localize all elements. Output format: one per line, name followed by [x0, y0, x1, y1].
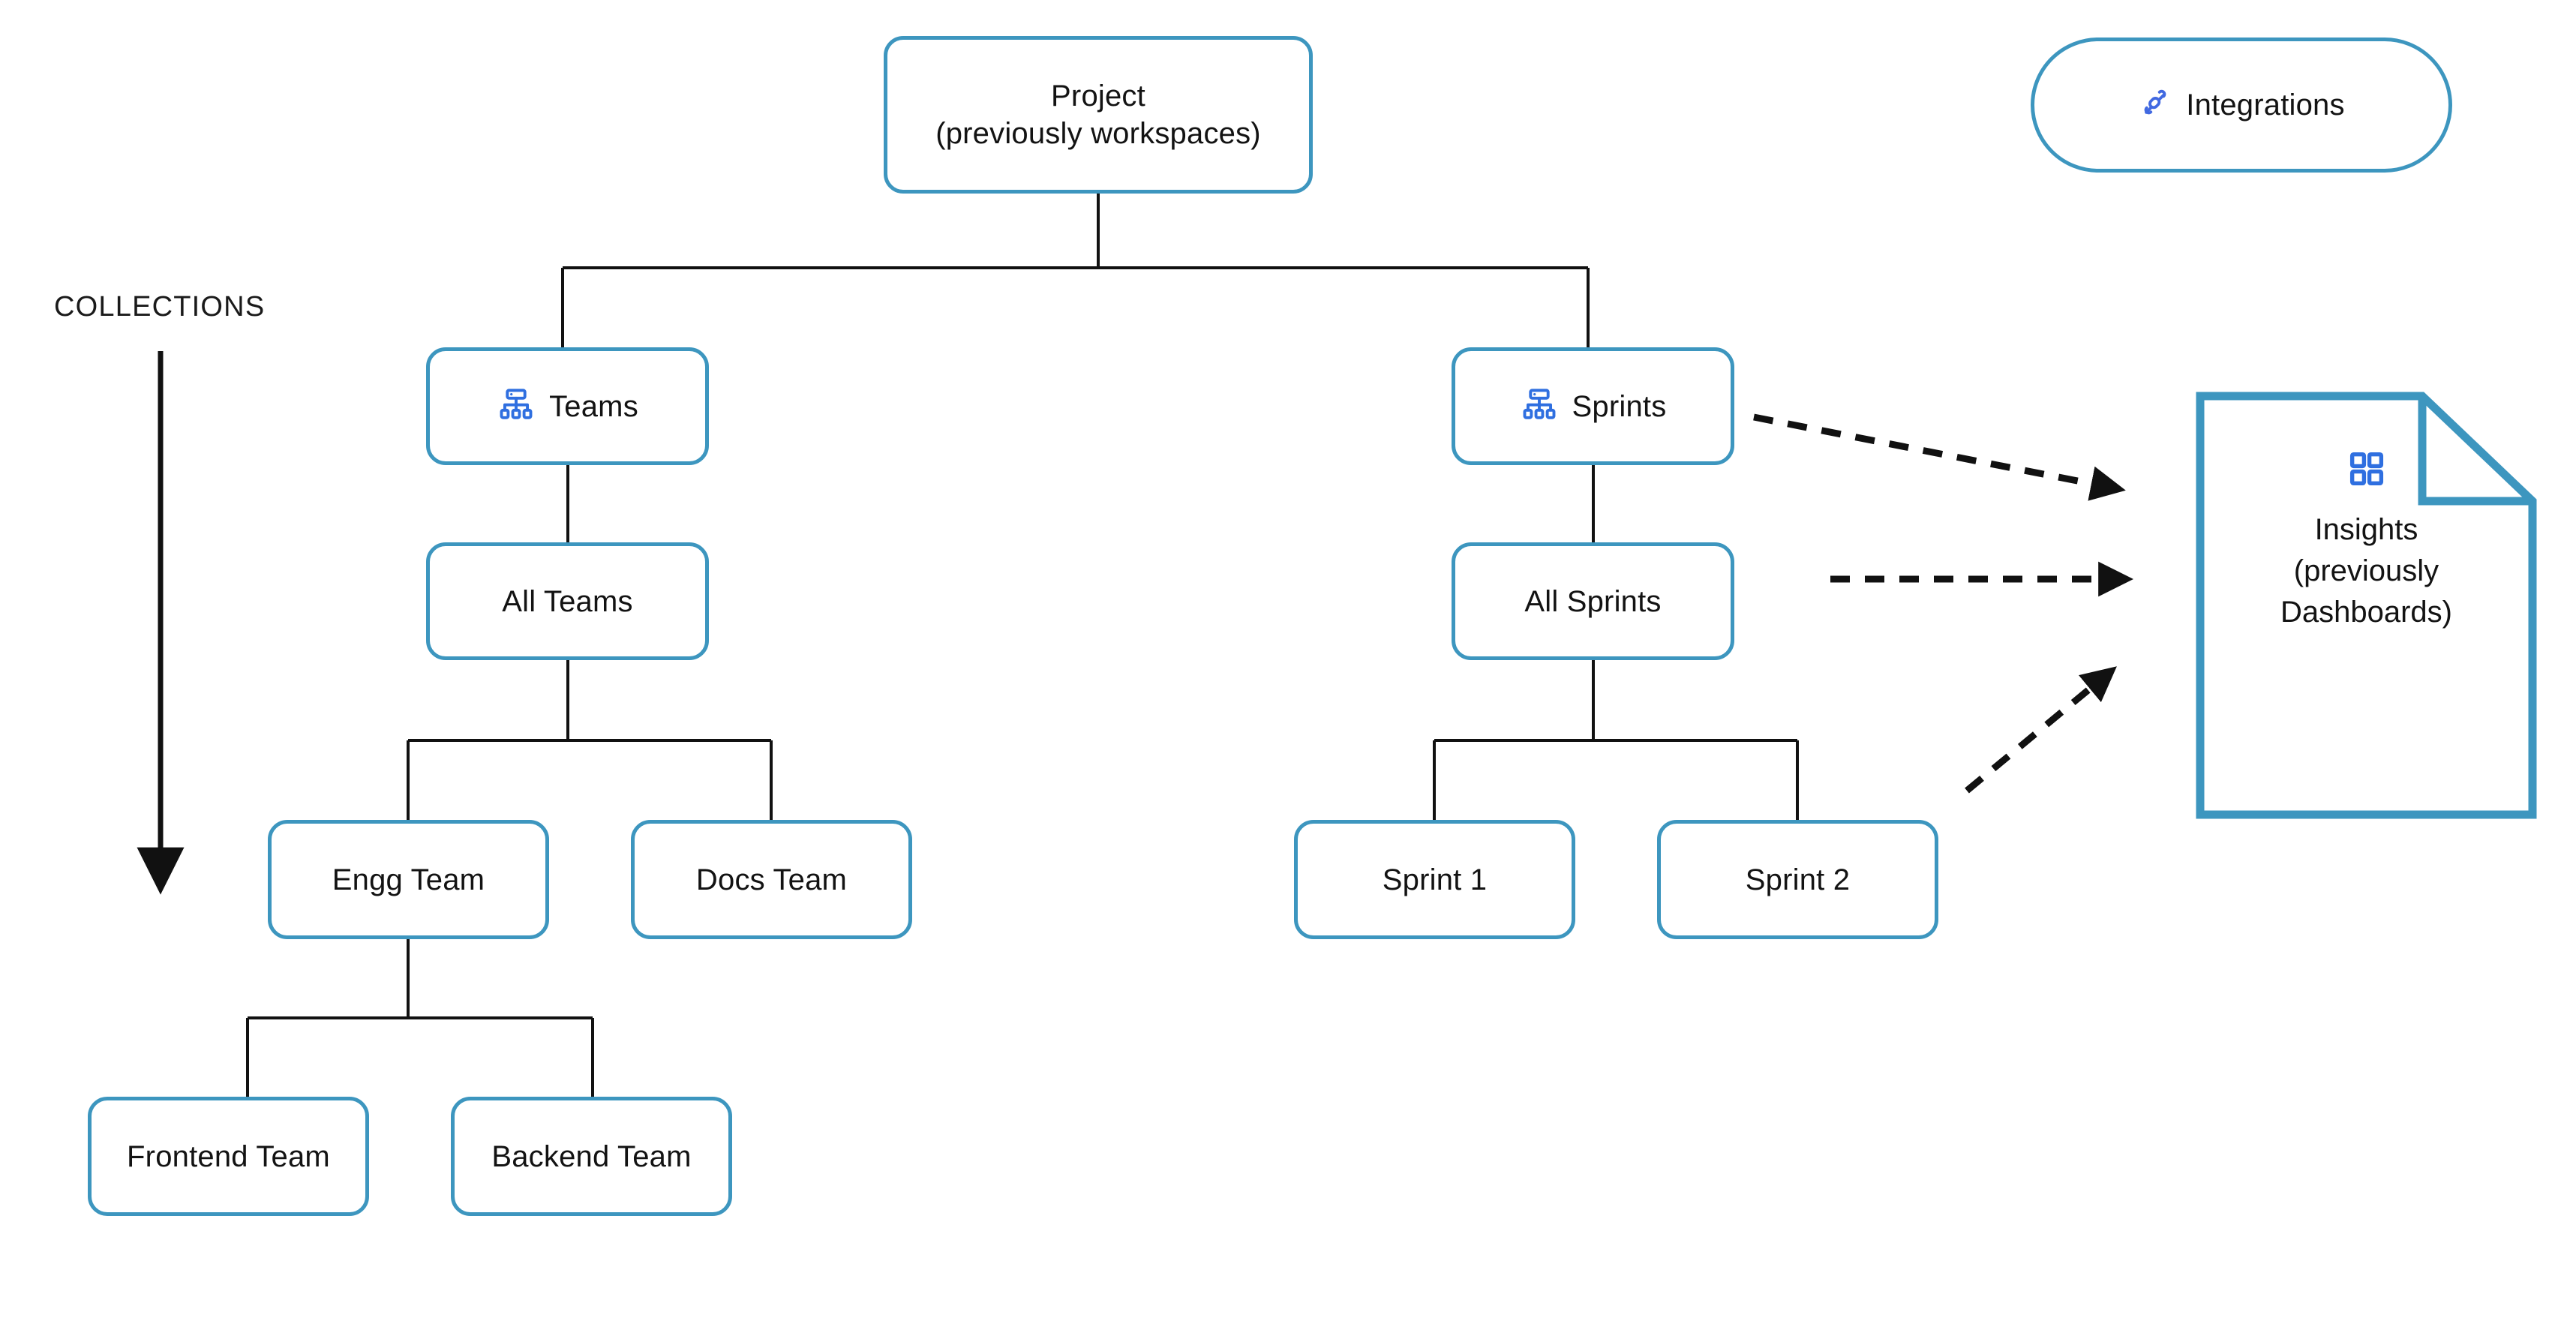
node-engg-team[interactable]: Engg Team: [268, 820, 549, 939]
insights-document-shape: [2196, 392, 2537, 819]
plug-connector-icon: [2138, 86, 2172, 125]
node-backend-team-label: Backend Team: [491, 1139, 692, 1173]
node-backend-team[interactable]: Backend Team: [451, 1097, 732, 1216]
hierarchy-icon: [497, 385, 536, 428]
node-docs-team-label: Docs Team: [695, 863, 848, 896]
node-engg-team-label: Engg Team: [332, 863, 485, 896]
connector-all-sprints-to-children: [1433, 660, 1799, 820]
connector-project-to-branches: [561, 194, 1590, 347]
dashed-arrow-sprint2-to-insights: [1965, 666, 2117, 794]
node-sprint-2[interactable]: Sprint 2: [1657, 820, 1938, 939]
dashed-arrow-sprints-to-insights: [1753, 413, 2126, 501]
node-all-teams[interactable]: All Teams: [426, 542, 709, 660]
node-all-sprints[interactable]: All Sprints: [1452, 542, 1734, 660]
node-integrations-label: Integrations: [2186, 89, 2345, 122]
node-sprint-1-label: Sprint 1: [1382, 863, 1488, 896]
node-teams-label: Teams: [549, 389, 638, 423]
node-all-teams-label: All Teams: [502, 584, 633, 618]
node-project-label: Project (previously workspaces): [935, 80, 1261, 150]
node-sprints[interactable]: Sprints: [1452, 347, 1734, 465]
hierarchy-icon: [1520, 385, 1559, 428]
collections-label: COLLECTIONS: [54, 291, 266, 323]
node-docs-team[interactable]: Docs Team: [631, 820, 912, 939]
connector-all-teams-to-children: [407, 660, 773, 820]
node-frontend-team-label: Frontend Team: [127, 1139, 330, 1173]
node-project[interactable]: Project (previously workspaces): [884, 36, 1313, 194]
node-all-sprints-label: All Sprints: [1524, 584, 1662, 618]
connector-engg-team-to-children: [246, 939, 594, 1097]
node-integrations[interactable]: Integrations: [2031, 38, 2452, 173]
node-sprints-label: Sprints: [1572, 389, 1667, 423]
node-sprint-2-label: Sprint 2: [1745, 863, 1851, 896]
node-frontend-team[interactable]: Frontend Team: [88, 1097, 369, 1216]
node-teams[interactable]: Teams: [426, 347, 709, 465]
node-sprint-1[interactable]: Sprint 1: [1294, 820, 1575, 939]
